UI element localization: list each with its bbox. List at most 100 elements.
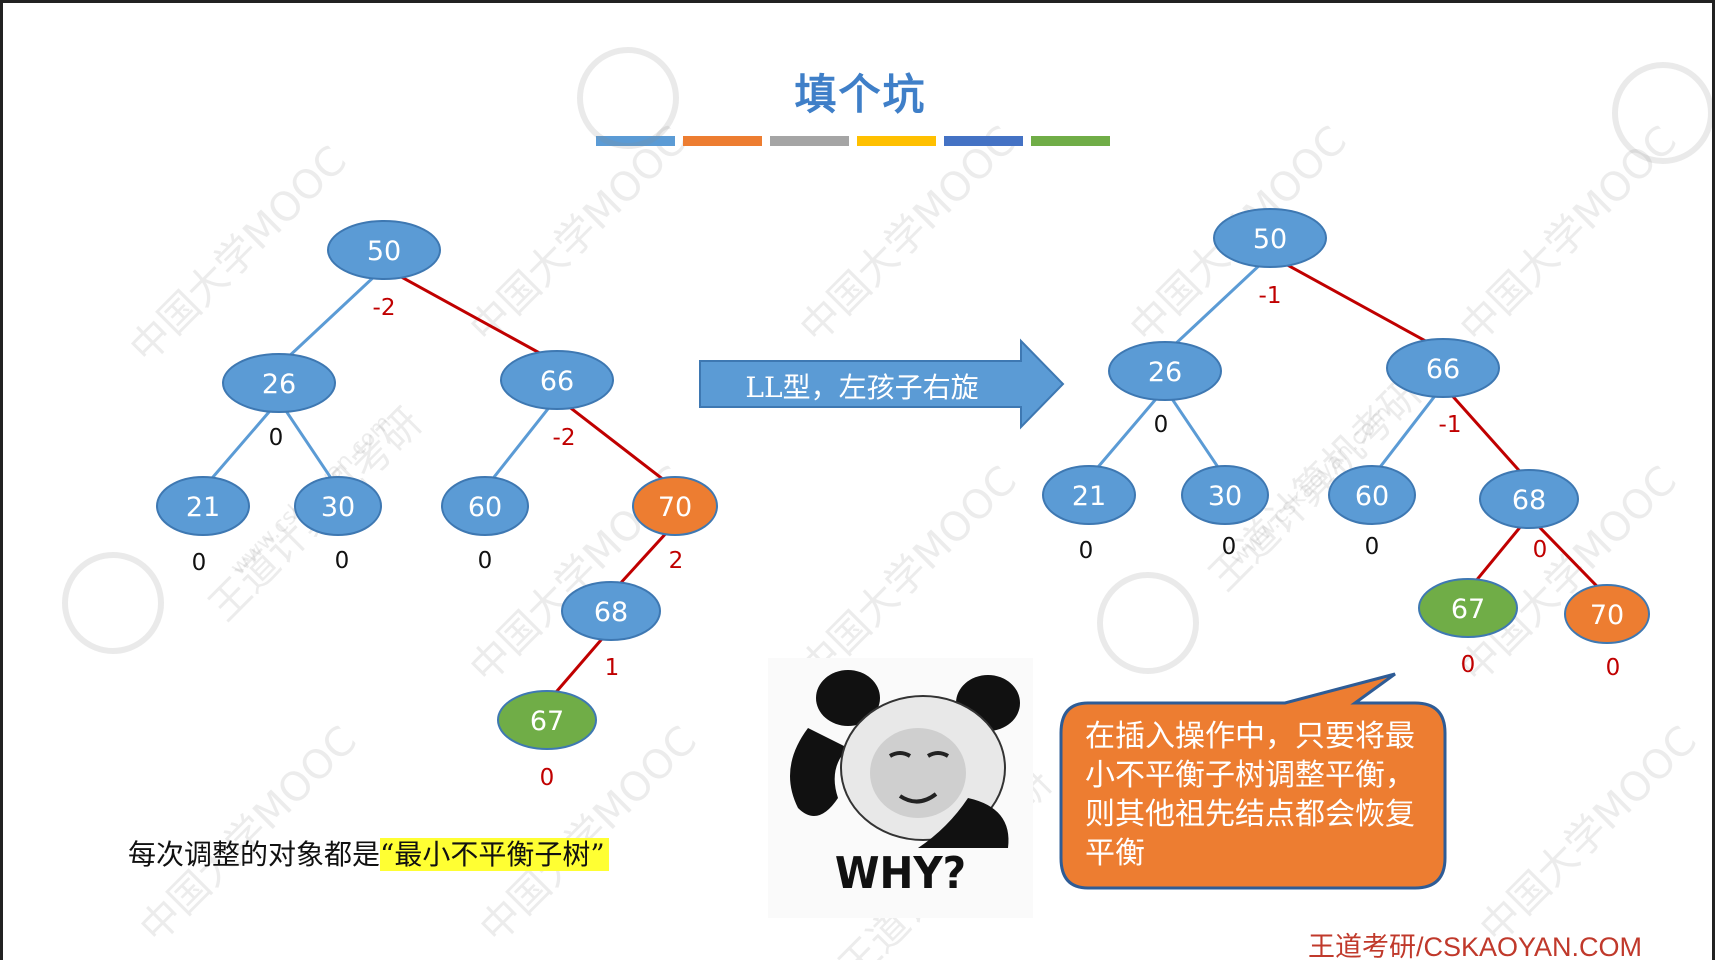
balance-factor: -1 (1439, 412, 1462, 438)
footer-brand: 王道考研/CSKAOYAN.COM (1307, 932, 1642, 960)
node-value: 60 (468, 492, 502, 523)
tree-edge (277, 266, 386, 367)
node-value: 70 (658, 492, 692, 523)
tree-edge (1527, 515, 1609, 598)
note-highlight: “最小不平衡子树” (380, 838, 609, 871)
tree-edge (1466, 515, 1531, 592)
node-ellipse (441, 476, 529, 536)
node-ellipse (1418, 578, 1518, 638)
node-value: 26 (1148, 357, 1182, 388)
node-ellipse (1181, 465, 1269, 525)
node-value: 67 (1451, 594, 1485, 625)
tree-node: 66 (1386, 338, 1500, 398)
balance-factor: 0 (192, 550, 207, 576)
balance-factor: 0 (478, 548, 493, 574)
balance-factor: 0 (335, 548, 350, 574)
tree-node: 68 (561, 581, 661, 641)
tree-edge (545, 627, 613, 704)
node-ellipse (327, 220, 441, 280)
node-ellipse (500, 350, 614, 410)
node-value: 60 (1355, 481, 1389, 512)
tree-edge (1163, 254, 1272, 355)
tree-edge (201, 399, 281, 490)
balance-factor: 0 (1154, 412, 1169, 438)
tree-node: 66 (500, 350, 614, 410)
title-bar-segment (770, 136, 849, 146)
balance-factor: 0 (1533, 537, 1548, 563)
title-bar-segment (857, 136, 936, 146)
node-ellipse (222, 353, 336, 413)
node-ellipse (561, 581, 661, 641)
balance-factor: 0 (1222, 534, 1237, 560)
title-bar-segment (683, 136, 762, 146)
tree-node: 50 (1213, 208, 1327, 268)
node-ellipse (1328, 465, 1416, 525)
balance-factor: -2 (373, 295, 396, 321)
rotation-arrow (699, 338, 1065, 430)
node-value: 50 (1253, 224, 1287, 255)
panda-eye (888, 751, 912, 758)
panda-eye (926, 751, 950, 758)
tree-node: 68 (1479, 469, 1579, 529)
node-value: 21 (186, 492, 220, 523)
node-ellipse (156, 476, 250, 536)
tree-node: 67 (497, 690, 597, 750)
tree-node: 30 (294, 476, 382, 536)
tree-node: 26 (222, 353, 336, 413)
panda-mouth (898, 792, 938, 804)
tree-node: 70 (1564, 584, 1650, 644)
balance-factor: 1 (605, 655, 620, 681)
tree-node: 70 (632, 476, 718, 536)
tree-node: 50 (327, 220, 441, 280)
title-bar-segment (596, 136, 675, 146)
logo-seal (1612, 62, 1712, 164)
tree-node: 67 (1418, 578, 1518, 638)
node-value: 21 (1072, 481, 1106, 512)
node-ellipse (1386, 338, 1500, 398)
tree-edge (1087, 387, 1167, 479)
node-value: 70 (1590, 600, 1624, 631)
panda-body (918, 798, 1009, 848)
panda-icon (790, 670, 1020, 848)
panda-arm (790, 728, 848, 816)
tree-edge (277, 399, 340, 490)
node-value: 67 (530, 706, 564, 737)
tree-edge (1163, 387, 1227, 479)
panda-face (870, 728, 966, 818)
node-ellipse (1213, 208, 1327, 268)
node-ellipse (1042, 465, 1136, 525)
node-value: 50 (367, 236, 401, 267)
balance-factor: 0 (1461, 652, 1476, 678)
bottom-note: 每次调整的对象都是“最小不平衡子树” (128, 833, 609, 873)
tree-edge (556, 396, 676, 490)
logo-seal (1097, 572, 1199, 674)
node-value: 68 (594, 597, 628, 628)
node-value: 66 (1426, 354, 1460, 385)
node-ellipse (294, 476, 382, 536)
tree-node: 60 (441, 476, 529, 536)
balance-factor: -1 (1259, 283, 1282, 309)
node-value: 68 (1512, 485, 1546, 516)
tree-edge (383, 266, 558, 364)
tree-node: 30 (1181, 465, 1269, 525)
tree-node: 60 (1328, 465, 1416, 525)
balance-factor: 0 (1365, 534, 1380, 560)
balance-factor: -2 (553, 425, 576, 451)
node-value: 26 (262, 369, 296, 400)
balance-factor: 2 (669, 548, 684, 574)
node-ellipse (1108, 341, 1222, 401)
balance-factor: 0 (1079, 538, 1094, 564)
node-ellipse (1479, 469, 1579, 529)
node-value: 30 (321, 492, 355, 523)
title-bar-segment (1031, 136, 1110, 146)
node-ellipse (1564, 584, 1650, 644)
callout-bubble (1059, 672, 1447, 890)
right-arrow-shape (699, 338, 1065, 430)
panda-ear (816, 670, 880, 726)
title-bar-segment (944, 136, 1023, 146)
node-ellipse (632, 476, 718, 536)
